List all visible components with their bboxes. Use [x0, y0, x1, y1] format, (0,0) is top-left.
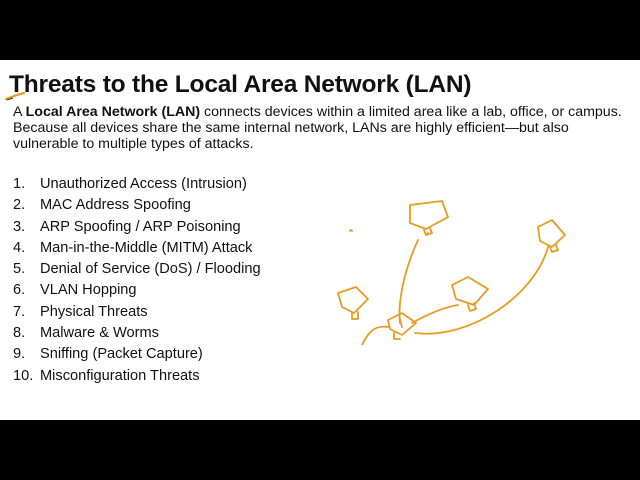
threat-label: Unauthorized Access (Intrusion) [40, 176, 247, 192]
threat-number: 7. [13, 303, 26, 320]
threat-label: ARP Spoofing / ARP Poisoning [40, 218, 241, 235]
threat-number: 6. [13, 282, 26, 299]
threat-label: VLAN Hopping [40, 282, 137, 299]
computer-sketch-icon [409, 200, 449, 236]
threat-item: 6. VLAN Hopping [13, 280, 261, 301]
threat-number: 9. [13, 346, 26, 363]
intro-rest: connects devices within a limited area l… [13, 104, 622, 152]
threat-number: 5. [13, 261, 26, 278]
threat-label: Malware & Worms [40, 325, 159, 342]
network-link-icon [414, 246, 549, 335]
threat-item: 4. Man-in-the-Middle (MITM) Attack [13, 238, 261, 259]
computer-sketch-icon [537, 219, 566, 253]
threat-item: 7. Physical Threats [13, 302, 261, 323]
network-link-icon [398, 239, 419, 324]
pen-annotation-mark [4, 91, 26, 101]
threat-list: 1. Unauthorized Access (Intrusion) 2. MAC … [13, 174, 261, 387]
computer-sketch-icon [451, 276, 489, 312]
router-sketch-icon [387, 312, 417, 340]
threat-number: 1. [13, 176, 26, 192]
threat-label: Physical Threats [40, 303, 148, 320]
threat-item: 3. ARP Spoofing / ARP Poisoning [13, 217, 261, 238]
slide-title: Threats to the Local Area Network (LAN) [9, 71, 472, 98]
computer-sketch-icon [337, 286, 369, 320]
threat-label: Misconfiguration Threats [40, 367, 200, 384]
threat-label: Man-in-the-Middle (MITM) Attack [40, 239, 253, 256]
intro-bold-term: Local Area Network (LAN) [25, 104, 201, 120]
network-link-icon [361, 325, 389, 345]
threat-item: 10. Misconfiguration Threats [13, 366, 261, 387]
intro-prefix: A [13, 104, 26, 120]
network-link-icon [411, 304, 459, 324]
threat-number: 8. [13, 325, 26, 342]
network-link-icon [349, 229, 353, 232]
network-sketch [337, 200, 566, 345]
threat-item: 1. Unauthorized Access (Intrusion) [13, 174, 261, 195]
intro-paragraph: A Local Area Network (LAN) connects devi… [13, 104, 623, 152]
threat-item: 2. MAC Address Spoofing [13, 195, 261, 216]
threat-number: 10. [13, 367, 34, 384]
threat-item: 8. Malware & Worms [13, 323, 261, 344]
threat-item: 5. Denial of Service (DoS) / Flooding [13, 259, 261, 280]
threat-label: Denial of Service (DoS) / Flooding [40, 261, 261, 278]
threat-number: 3. [13, 218, 26, 235]
threat-number: 2. [13, 197, 26, 214]
threat-label: Sniffing (Packet Capture) [40, 346, 203, 363]
threat-label: MAC Address Spoofing [40, 197, 191, 214]
threat-number: 4. [13, 239, 26, 256]
threat-item: 9. Sniffing (Packet Capture) [13, 344, 261, 365]
slide-canvas: Threats to the Local Area Network (LAN) … [0, 60, 640, 420]
